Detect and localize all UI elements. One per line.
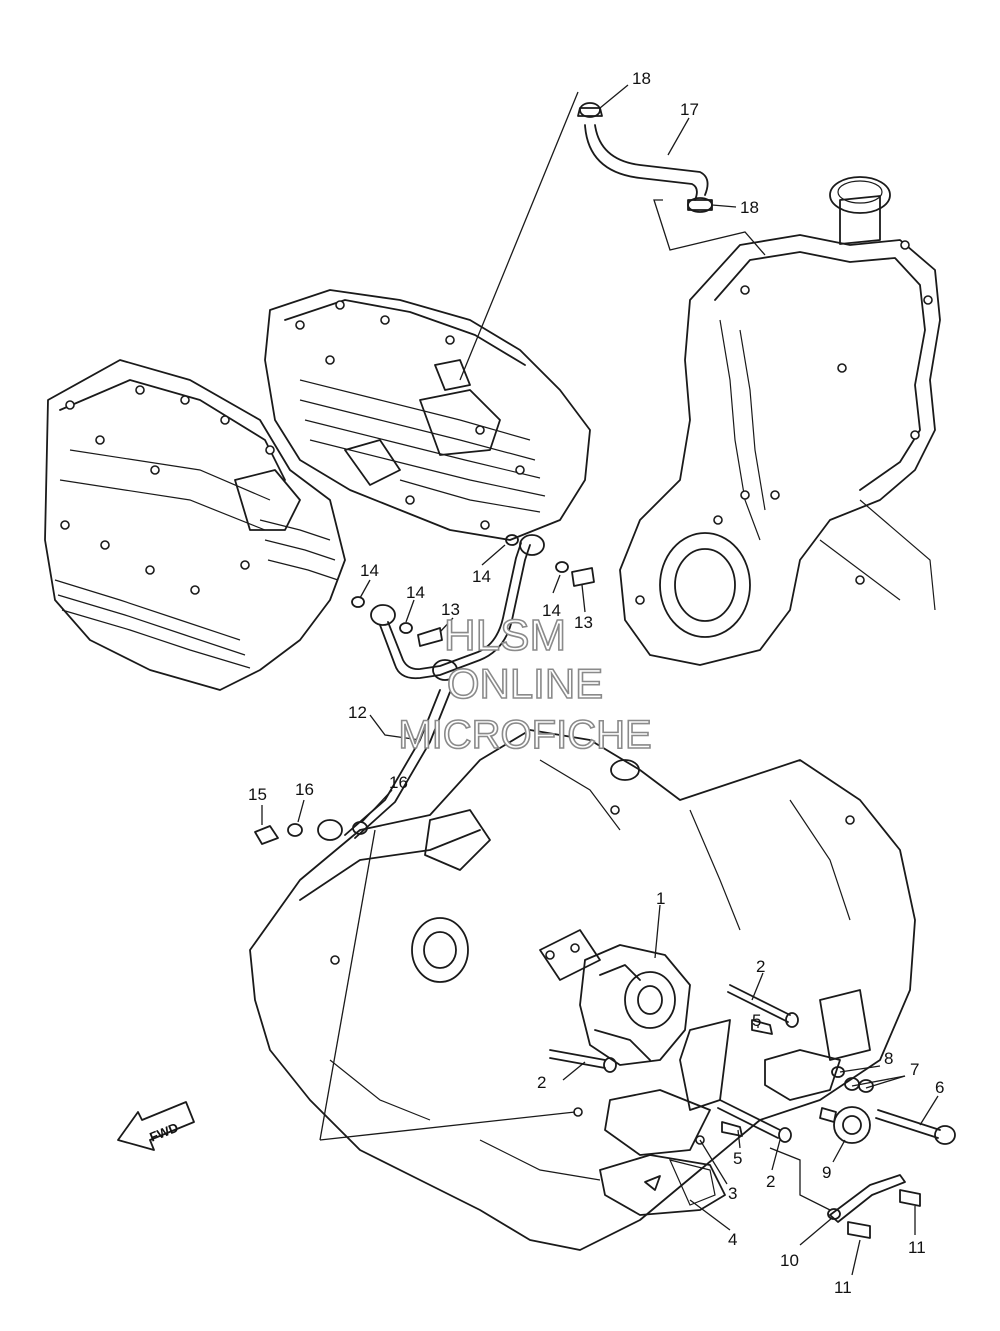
watermark: HLSM ONLINE MICROFICHE (398, 610, 653, 758)
union-bolts-washers (254, 534, 595, 845)
callout-16: 16 (389, 773, 408, 792)
breather-hose (577, 102, 713, 213)
callout-5: 5 (752, 1011, 761, 1030)
callout-14: 14 (472, 567, 491, 586)
callout-11: 11 (908, 1238, 926, 1257)
oil-pump-assembly (579, 944, 691, 1066)
callout-2: 2 (756, 957, 765, 976)
callout-7: 7 (910, 1060, 919, 1079)
callout-14: 14 (406, 583, 425, 602)
callout-13: 13 (441, 600, 460, 619)
callout-8: 8 (884, 1049, 893, 1068)
front-cylinder-head (44, 359, 346, 691)
callout-17: 17 (680, 100, 699, 119)
callout-2: 2 (537, 1073, 546, 1092)
callout-13: 13 (574, 613, 593, 632)
oil-strainer (599, 1089, 726, 1216)
rear-cylinder-head (264, 289, 591, 541)
callout-3: 3 (728, 1184, 737, 1203)
fwd-label: FWD (147, 1120, 180, 1145)
leader-lines (261, 84, 939, 1276)
retainer-plate (827, 1174, 921, 1239)
callout-14: 14 (360, 561, 379, 580)
callout-4: 4 (728, 1230, 737, 1249)
callout-14: 14 (542, 601, 561, 620)
watermark-line-3: MICROFICHE (398, 713, 651, 757)
callout-6: 6 (935, 1078, 944, 1097)
fwd-direction-arrow: FWD (117, 1101, 195, 1151)
callout-9: 9 (822, 1163, 831, 1182)
oil-delivery-pipe (317, 534, 545, 841)
watermark-line-2: ONLINE (447, 660, 603, 707)
callout-2: 2 (766, 1172, 775, 1191)
lower-crankcase (249, 729, 916, 1251)
watermark-line-1: HLSM (444, 611, 566, 660)
callout-11: 11 (834, 1278, 852, 1297)
callout-18: 18 (632, 69, 651, 88)
callout-1: 1 (656, 889, 665, 908)
oil-pump-drive (679, 1019, 956, 1145)
callout-5: 5 (733, 1149, 742, 1168)
callout-15: 15 (248, 785, 267, 804)
callout-10: 10 (780, 1251, 799, 1270)
callout-16: 16 (295, 780, 314, 799)
callout-numbers: 18 17 18 14 14 14 14 13 13 12 15 16 16 1… (248, 69, 944, 1297)
callout-18: 18 (740, 198, 759, 217)
crankcase-cover (619, 176, 941, 666)
pump-bolts (549, 984, 799, 1143)
callout-12: 12 (348, 703, 367, 722)
